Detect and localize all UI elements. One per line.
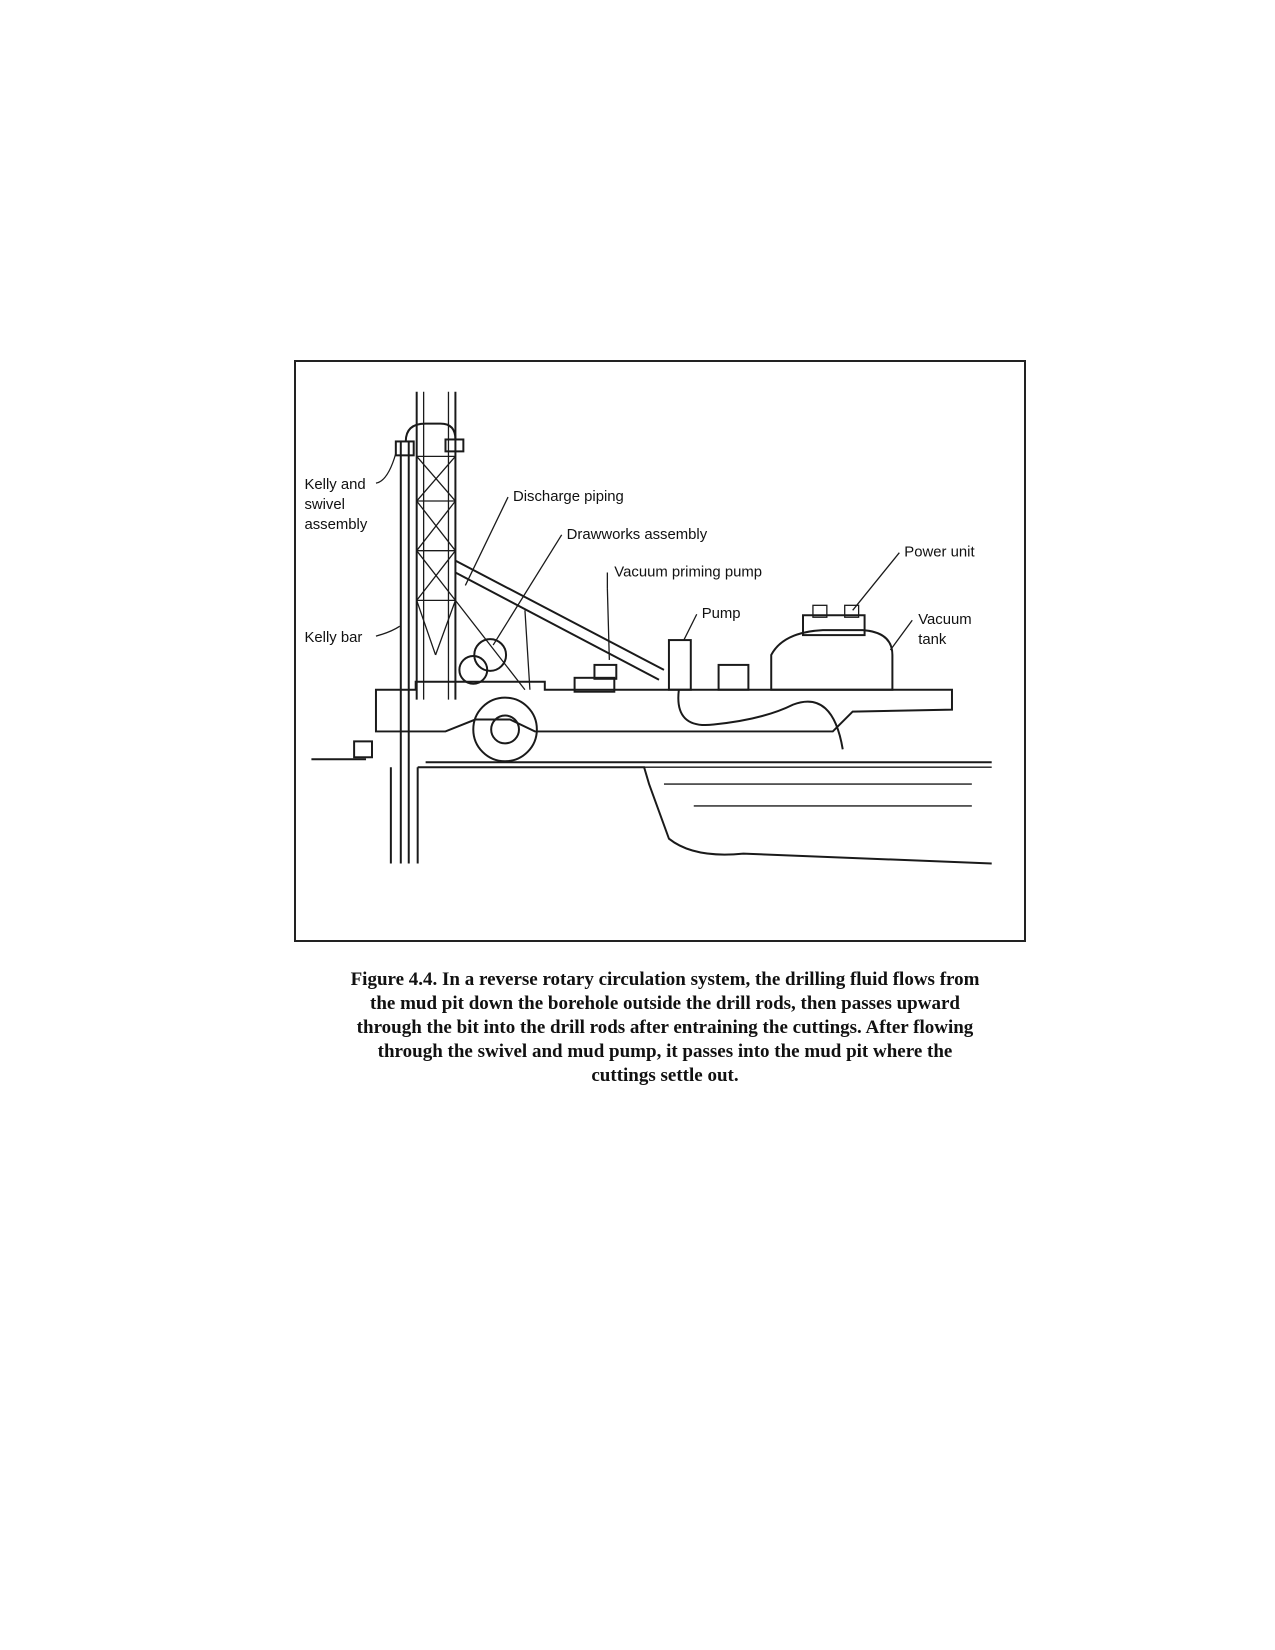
label-kelly-swivel-3: assembly — [304, 517, 367, 533]
caption-line-5: cuttings settle out. — [591, 1065, 739, 1086]
label-vacuum-priming-pump: Vacuum priming pump — [614, 565, 762, 581]
label-drawworks: Drawworks assembly — [567, 527, 708, 543]
caption-line-3: through the bit into the drill rods afte… — [356, 1017, 974, 1038]
kelly-swivel — [394, 422, 465, 457]
label-kelly-swivel-2: swivel — [304, 497, 345, 513]
label-kelly-swivel-1: Kelly and — [304, 477, 365, 493]
trailer — [374, 680, 953, 763]
reverse-rotary-drilling-diagram: Kelly and swivel assembly Kelly bar Disc… — [304, 391, 992, 865]
caption-line-2: the mud pit down the borehole outside th… — [370, 993, 960, 1014]
caption-line-1: Figure 4.4. In a reverse rotary circulat… — [350, 969, 980, 990]
vacuum-tank — [770, 604, 894, 691]
figure-frame: Kelly and swivel assembly Kelly bar Disc… — [294, 360, 1026, 942]
label-discharge-piping: Discharge piping — [513, 489, 624, 505]
label-kelly-bar: Kelly bar — [304, 630, 362, 646]
discharge-piping — [454, 559, 665, 681]
kelly-bar — [399, 441, 410, 864]
ground-and-mud-pit — [311, 740, 992, 865]
drawworks — [454, 599, 531, 691]
leader-lines — [375, 453, 913, 660]
label-vacuum-tank-2: tank — [918, 632, 947, 648]
caption-line-4: through the swivel and mud pump, it pass… — [377, 1041, 953, 1062]
mast — [415, 391, 457, 700]
pump-assembly — [573, 639, 844, 750]
figure-caption: Figure 4.4. In a reverse rotary circulat… — [240, 968, 1090, 1088]
label-vacuum-tank-1: Vacuum — [918, 612, 971, 628]
label-pump: Pump — [702, 606, 741, 622]
label-power-unit: Power unit — [904, 545, 975, 561]
